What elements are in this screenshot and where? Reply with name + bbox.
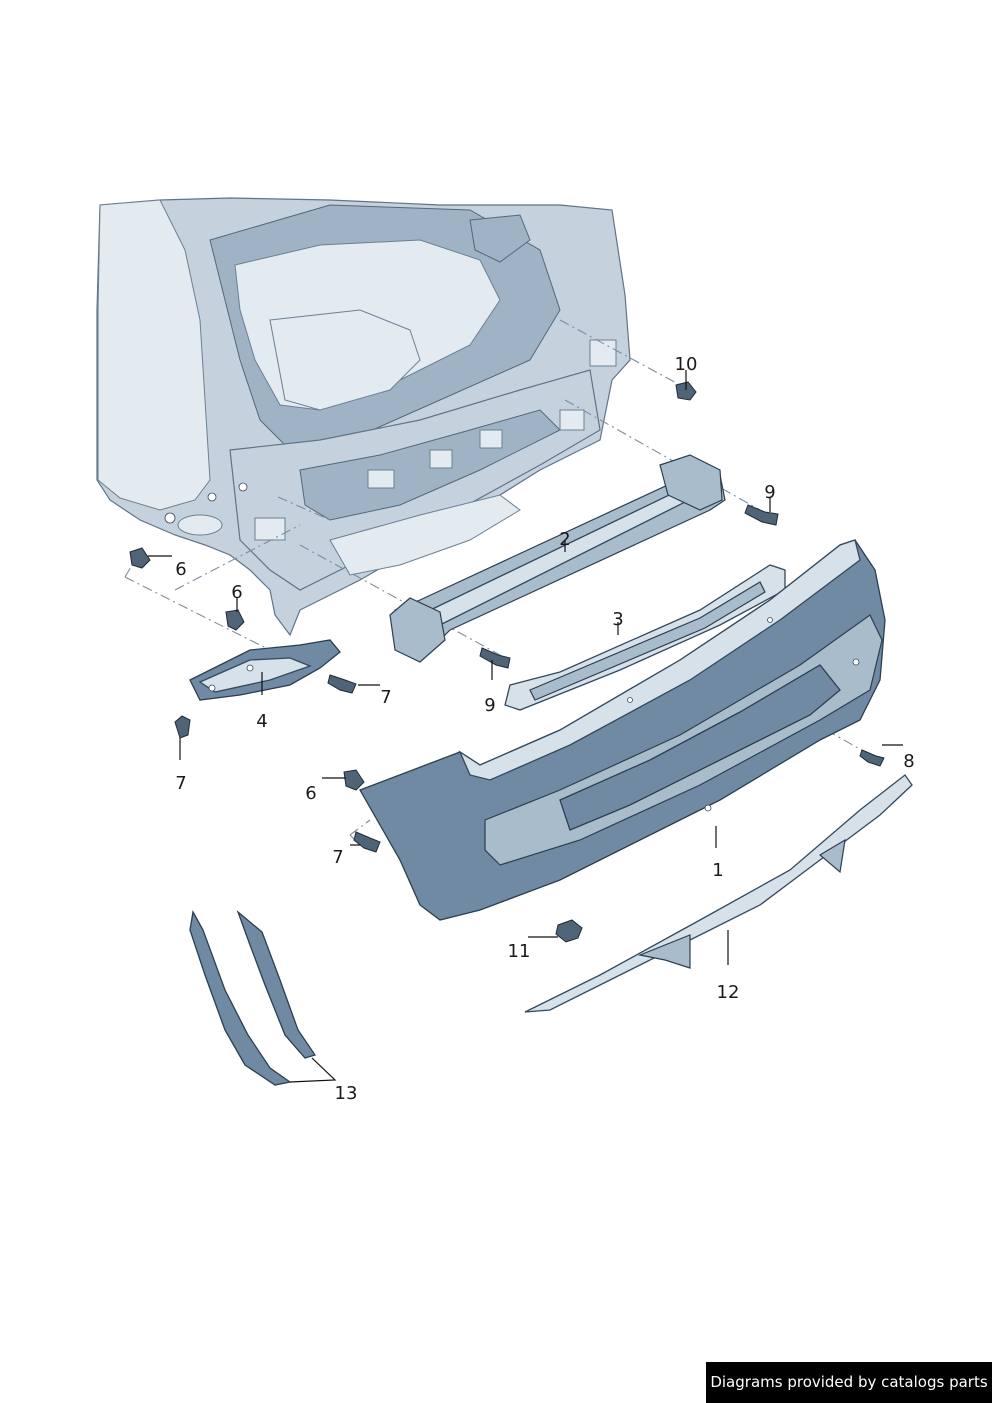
callout-8: 8 — [903, 751, 914, 772]
bumper-bracket-part-4 — [189, 639, 341, 701]
callout-11: 11 — [508, 941, 531, 962]
callout-13: 13 — [335, 1083, 358, 1104]
clip-part-6-a — [129, 547, 151, 569]
rear-body-shell — [96, 197, 631, 637]
callout-9-b: 9 — [484, 695, 495, 716]
bolt-part-9-lower — [479, 647, 511, 669]
energy-absorber-part-3 — [504, 564, 786, 711]
fasteners — [129, 381, 885, 943]
callout-1: 1 — [712, 860, 723, 881]
screw-part-7-a — [327, 674, 357, 694]
callout-4: 4 — [256, 711, 267, 732]
callout-7-a: 7 — [380, 687, 391, 708]
clip-part-6-c — [343, 769, 365, 791]
callout-12: 12 — [717, 982, 740, 1003]
callout-6-b: 6 — [231, 582, 242, 603]
callout-10: 10 — [675, 354, 698, 375]
screw-part-7-b — [174, 715, 191, 739]
clip-nut-part-11 — [555, 919, 583, 943]
side-trim-strips-part-13 — [189, 909, 317, 1086]
screw-part-7-c — [353, 831, 381, 853]
callout-2: 2 — [559, 529, 570, 550]
callout-7-c: 7 — [332, 847, 343, 868]
clip-part-6-b — [225, 609, 245, 631]
callout-6-c: 6 — [305, 783, 316, 804]
callout-9-a: 9 — [764, 482, 775, 503]
bumper-carrier-part-2 — [389, 454, 726, 663]
callout-3: 3 — [612, 609, 623, 630]
callout-7-b: 7 — [175, 773, 186, 794]
lower-trim-part-12 — [524, 774, 913, 1013]
leader-lines — [148, 370, 903, 1083]
callout-6-a: 6 — [175, 559, 186, 580]
callout-labels: 1 2 3 4 6 6 6 7 7 7 8 9 9 10 11 12 13 — [175, 354, 914, 1104]
bolt-part-9-upper — [744, 504, 779, 526]
screw-part-8 — [859, 749, 885, 767]
bumper-cover-part-1 — [359, 539, 886, 921]
credit-banner: Diagrams provided by catalogs parts — [706, 1362, 992, 1403]
